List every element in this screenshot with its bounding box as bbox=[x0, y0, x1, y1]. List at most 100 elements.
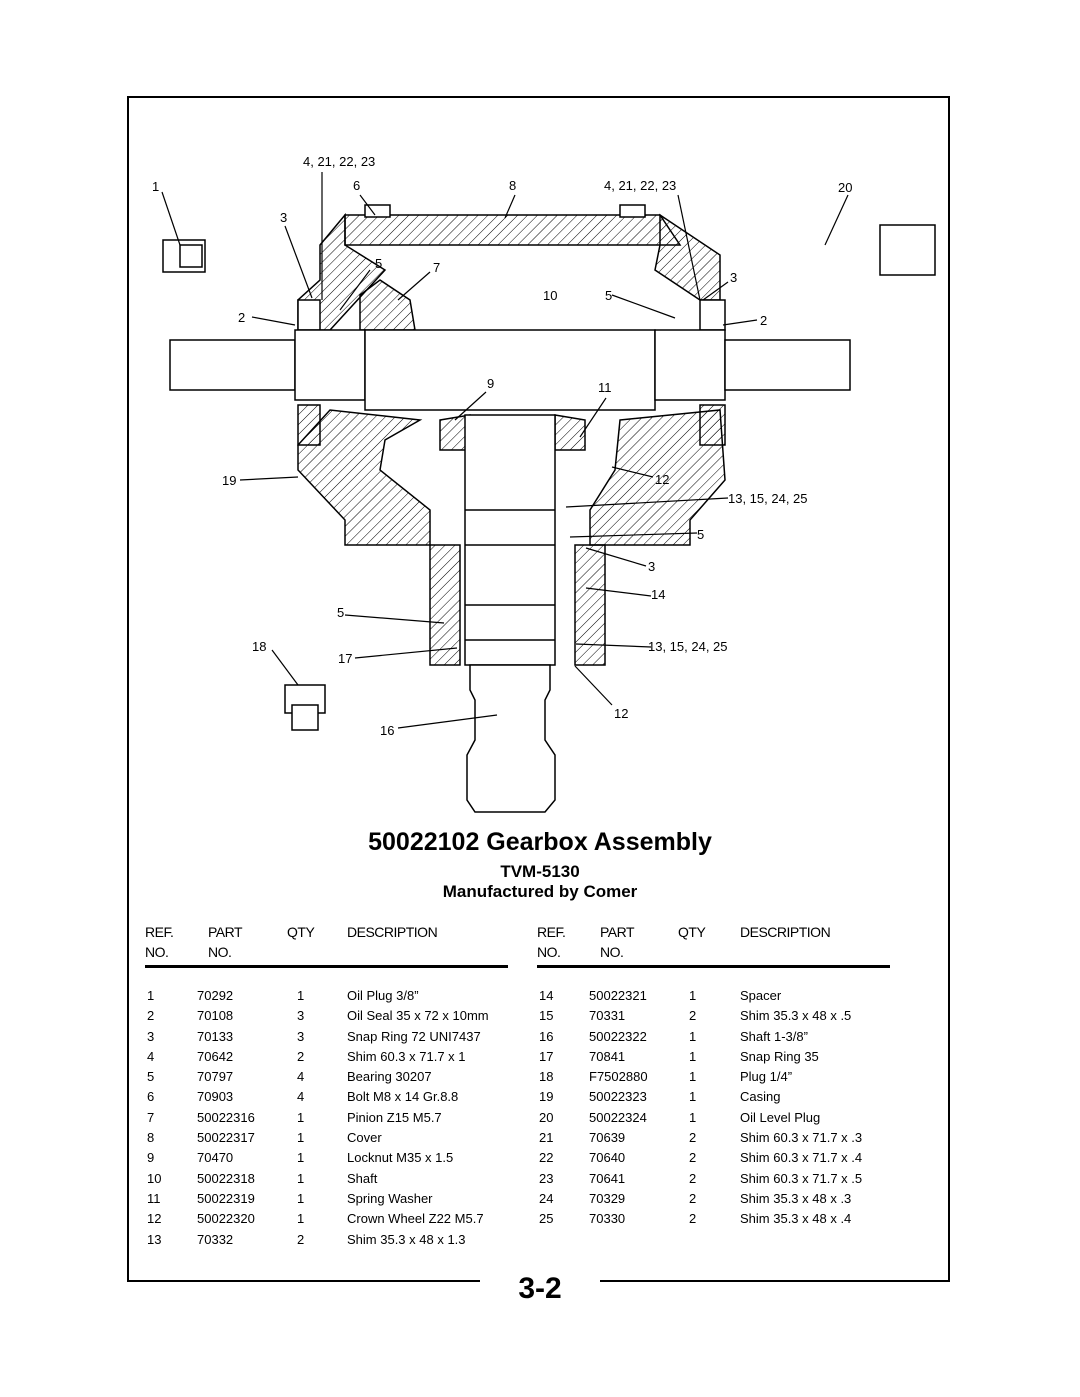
qty-cell: 2 bbox=[689, 1211, 697, 1227]
ref-cell: 10 bbox=[147, 1170, 162, 1186]
qty-cell: 1 bbox=[689, 1028, 697, 1044]
qty-cell: 1 bbox=[297, 1130, 305, 1146]
ref-cell: 23 bbox=[539, 1170, 554, 1186]
part-number-cell: 70903 bbox=[197, 1089, 234, 1105]
part-number-cell: F7502880 bbox=[589, 1069, 648, 1085]
qty-cell: 2 bbox=[689, 1150, 697, 1166]
ref-cell: 11 bbox=[147, 1190, 161, 1206]
callout-13-15-24-25-a: 13, 15, 24, 25 bbox=[728, 491, 808, 506]
part-number-cell: 70640 bbox=[589, 1150, 626, 1166]
part-number-cell: 50022322 bbox=[589, 1028, 647, 1044]
callout-2-right: 2 bbox=[760, 313, 767, 328]
callout-3-mid: 3 bbox=[648, 559, 655, 574]
housing-cross-section bbox=[162, 204, 936, 813]
qty-cell: 2 bbox=[689, 1170, 697, 1186]
part-number-cell: 70841 bbox=[589, 1048, 626, 1064]
ref-cell: 21 bbox=[539, 1130, 554, 1146]
description-cell: Snap Ring 35 bbox=[740, 1048, 819, 1064]
qty-cell: 1 bbox=[297, 1170, 305, 1186]
ref-cell: 13 bbox=[147, 1231, 162, 1247]
header-qty: QTY bbox=[287, 924, 315, 940]
header-qty-right: QTY bbox=[678, 924, 706, 940]
callout-5-upper: 5 bbox=[375, 256, 382, 271]
description-cell: Shim 35.3 x 48 x .4 bbox=[740, 1211, 852, 1227]
description-cell: Shim 60.3 x 71.7 x .4 bbox=[740, 1150, 863, 1166]
ref-cell: 12 bbox=[147, 1211, 162, 1227]
callout-14: 14 bbox=[651, 587, 665, 602]
ref-cell: 8 bbox=[147, 1130, 155, 1146]
header-ref-right: REF.NO. bbox=[537, 924, 566, 960]
part-number-cell: 70292 bbox=[197, 988, 234, 1003]
description-cell: Oil Level Plug bbox=[740, 1109, 821, 1125]
ref-cell: 16 bbox=[539, 1028, 554, 1044]
ref-cell: 1 bbox=[147, 988, 155, 1003]
description-cell: Oil Seal 35 x 72 x 10mm bbox=[347, 1008, 489, 1024]
callout-4-21-22-23-top: 4, 21, 22, 23 bbox=[303, 154, 375, 169]
description-cell: Pinion Z15 M5.7 bbox=[347, 1109, 442, 1125]
callout-4-21-22-23-right: 4, 21, 22, 23 bbox=[604, 178, 676, 193]
header-ref: REF.NO. bbox=[145, 924, 174, 960]
ref-cell: 5 bbox=[147, 1069, 155, 1085]
ref-cell: 9 bbox=[147, 1150, 155, 1166]
callout-2-left: 2 bbox=[238, 310, 245, 325]
qty-cell: 1 bbox=[689, 1048, 697, 1064]
part-number-cell: 70642 bbox=[197, 1048, 234, 1064]
description-cell: Shaft 1-3/8” bbox=[740, 1028, 808, 1044]
ref-cell: 3 bbox=[147, 1028, 155, 1044]
qty-cell: 3 bbox=[297, 1028, 305, 1044]
description-cell: Cover bbox=[347, 1130, 382, 1146]
parts-row: 16 50022322 1 Shaft 1-3/8” bbox=[537, 1029, 907, 1049]
callout-13-15-24-25-b: 13, 15, 24, 25 bbox=[648, 639, 728, 654]
description-cell: Shim 35.3 x 48 x .3 bbox=[740, 1190, 852, 1206]
callout-10: 10 bbox=[543, 288, 557, 303]
ref-cell: 18 bbox=[539, 1069, 554, 1085]
callout-7: 7 bbox=[433, 260, 440, 275]
description-cell: Plug 1/4” bbox=[740, 1069, 793, 1085]
part-number-cell: 70332 bbox=[197, 1231, 234, 1247]
ref-cell: 4 bbox=[147, 1048, 155, 1064]
callout-6: 6 bbox=[353, 178, 360, 193]
description-cell: Bolt M8 x 14 Gr.8.8 bbox=[347, 1089, 459, 1105]
ref-cell: 6 bbox=[147, 1089, 155, 1105]
qty-cell: 1 bbox=[297, 1211, 305, 1227]
callout-9: 9 bbox=[487, 376, 494, 391]
ref-cell: 20 bbox=[539, 1109, 554, 1125]
qty-cell: 1 bbox=[297, 1109, 305, 1125]
part-number-cell: 50022324 bbox=[589, 1109, 647, 1125]
description-cell: Snap Ring 72 UNI7437 bbox=[347, 1028, 481, 1044]
ref-cell: 22 bbox=[539, 1150, 554, 1166]
callout-3-right: 3 bbox=[730, 270, 737, 285]
header-rule-right bbox=[537, 965, 890, 968]
callout-5-lower: 5 bbox=[337, 605, 344, 620]
qty-cell: 1 bbox=[297, 1150, 305, 1166]
callout-19: 19 bbox=[222, 473, 236, 488]
ref-cell: 24 bbox=[539, 1190, 554, 1206]
qty-cell: 1 bbox=[689, 988, 697, 1003]
qty-cell: 2 bbox=[297, 1048, 305, 1064]
page-number-box: 3-2 bbox=[480, 1266, 600, 1312]
part-number-cell: 70641 bbox=[589, 1170, 626, 1186]
part-number-cell: 70108 bbox=[197, 1008, 234, 1024]
description-cell: Bearing 30207 bbox=[347, 1069, 432, 1085]
page-number: 3-2 bbox=[518, 1272, 562, 1305]
leader-lines bbox=[161, 172, 849, 729]
gearbox-diagram: 4, 21, 22, 23 1 6 8 4, 21, 22, 23 20 3 5… bbox=[152, 154, 936, 813]
ref-cell: 19 bbox=[539, 1089, 554, 1105]
description-cell: Spacer bbox=[740, 988, 782, 1003]
part-number-cell: 70133 bbox=[197, 1028, 234, 1044]
